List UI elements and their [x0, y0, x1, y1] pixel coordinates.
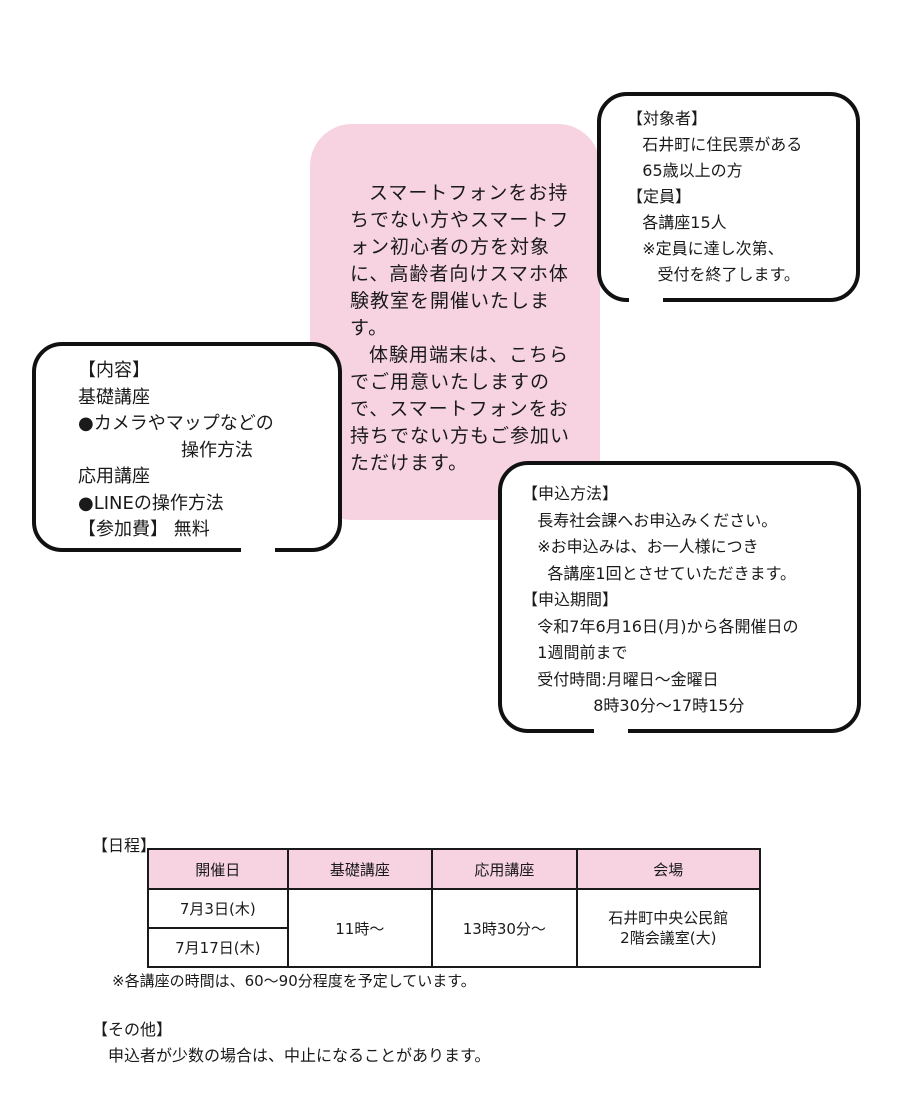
- column-header: 応用講座: [431, 848, 578, 890]
- bubble-line: 1週間前まで: [522, 643, 628, 662]
- bubble-line: 石井町に住民票がある: [627, 135, 803, 154]
- bubble-tail: [241, 543, 275, 557]
- intro-paragraph: 体験用端末は、こちらでご用意いたしますので、スマートフォンをお持ちでない方もご参…: [350, 344, 571, 474]
- date-cell: 7月17日(木): [147, 927, 289, 968]
- table-row: 7月17日(木): [147, 927, 760, 968]
- advanced-time-cell: 13時30分～: [431, 888, 578, 968]
- intro-background-panel: [310, 124, 600, 520]
- date-cell: 7月3日(木): [147, 888, 289, 929]
- bubble-line: 【申込期間】: [522, 590, 619, 609]
- bubble-line: 8時30分～17時15分: [522, 696, 745, 715]
- bubble-line: 各講座15人: [627, 213, 727, 232]
- bubble-line: 受付を終了します。: [627, 265, 800, 284]
- bubble-line: 各講座1回とさせていただきます。: [522, 563, 797, 583]
- bubble-tail: [629, 293, 663, 307]
- bubble-line: 基礎講座: [78, 386, 150, 408]
- bubble-line: ※お申込みは、お一人様につき: [522, 537, 759, 556]
- bubble-line: 【対象者】: [627, 109, 708, 128]
- other-text: 申込者が少数の場合は、中止になることがあります。: [108, 1046, 491, 1065]
- column-header: 基礎講座: [286, 848, 434, 890]
- bubble-line: ●カメラやマップなどの: [78, 413, 274, 434]
- column-header: 会場: [575, 848, 762, 890]
- intro-paragraph: スマートフォンをお持ちでない方やスマートフォン初心者の方を対象に、高齢者向けスマ…: [350, 182, 570, 339]
- bubble-line: 長寿社会課へお申込みください。: [522, 510, 778, 530]
- bubble-line: 【申込方法】: [522, 484, 619, 503]
- bubble-line: 応用講座: [78, 466, 150, 487]
- application-bubble: 【申込方法】 長寿社会課へお申込みください。 ※お申込みは、お一人様につき 各講…: [498, 461, 861, 738]
- schedule-note: ※各講座の時間は、60～90分程度を予定しています。: [112, 972, 476, 990]
- schedule-label: 【日程】: [92, 836, 157, 855]
- bubble-line: 操作方法: [78, 439, 253, 461]
- bubble-line: ※定員に達し次第、: [627, 239, 784, 258]
- venue-cell: 石井町中央公民館 2階会議室(大): [575, 888, 762, 968]
- bubble-line: ●LINEの操作方法: [78, 492, 224, 514]
- bubble-line: 【定員】: [627, 187, 692, 206]
- bubble-line: 令和7年6月16日(月)から各開催日の: [522, 616, 799, 636]
- bubble-line: 受付時間:月曜日～金曜日: [522, 669, 719, 689]
- column-header: 開催日: [147, 848, 289, 890]
- intro-text: スマートフォンをお持ちでない方やスマートフォン初心者の方を対象に、高齢者向けスマ…: [350, 180, 580, 477]
- target-capacity-bubble: 【対象者】 石井町に住民票がある 65歳以上の方 【定員】 各講座15人 ※定員…: [597, 92, 860, 307]
- bubble-tail: [594, 724, 628, 738]
- bubble-line: 65歳以上の方: [627, 161, 743, 180]
- basic-time-cell: 11時～: [286, 888, 434, 968]
- bubble-line: 【参加費】 無料: [78, 519, 210, 540]
- other-label: 【その他】: [92, 1020, 173, 1039]
- bubble-line: 【内容】: [78, 360, 150, 381]
- table-header-row: 開催日 基礎講座 応用講座 会場: [147, 848, 762, 890]
- table-row: 7月3日(木) 11時～ 13時30分～ 石井町中央公民館 2階会議室(大): [147, 888, 762, 968]
- content-fee-bubble: 【内容】 基礎講座 ●カメラやマップなどの 操作方法 応用講座 ●LINEの操作…: [32, 342, 342, 557]
- schedule-table: 開催日 基礎講座 応用講座 会場 7月3日(木) 11時～ 13時30分～ 石井…: [147, 848, 762, 968]
